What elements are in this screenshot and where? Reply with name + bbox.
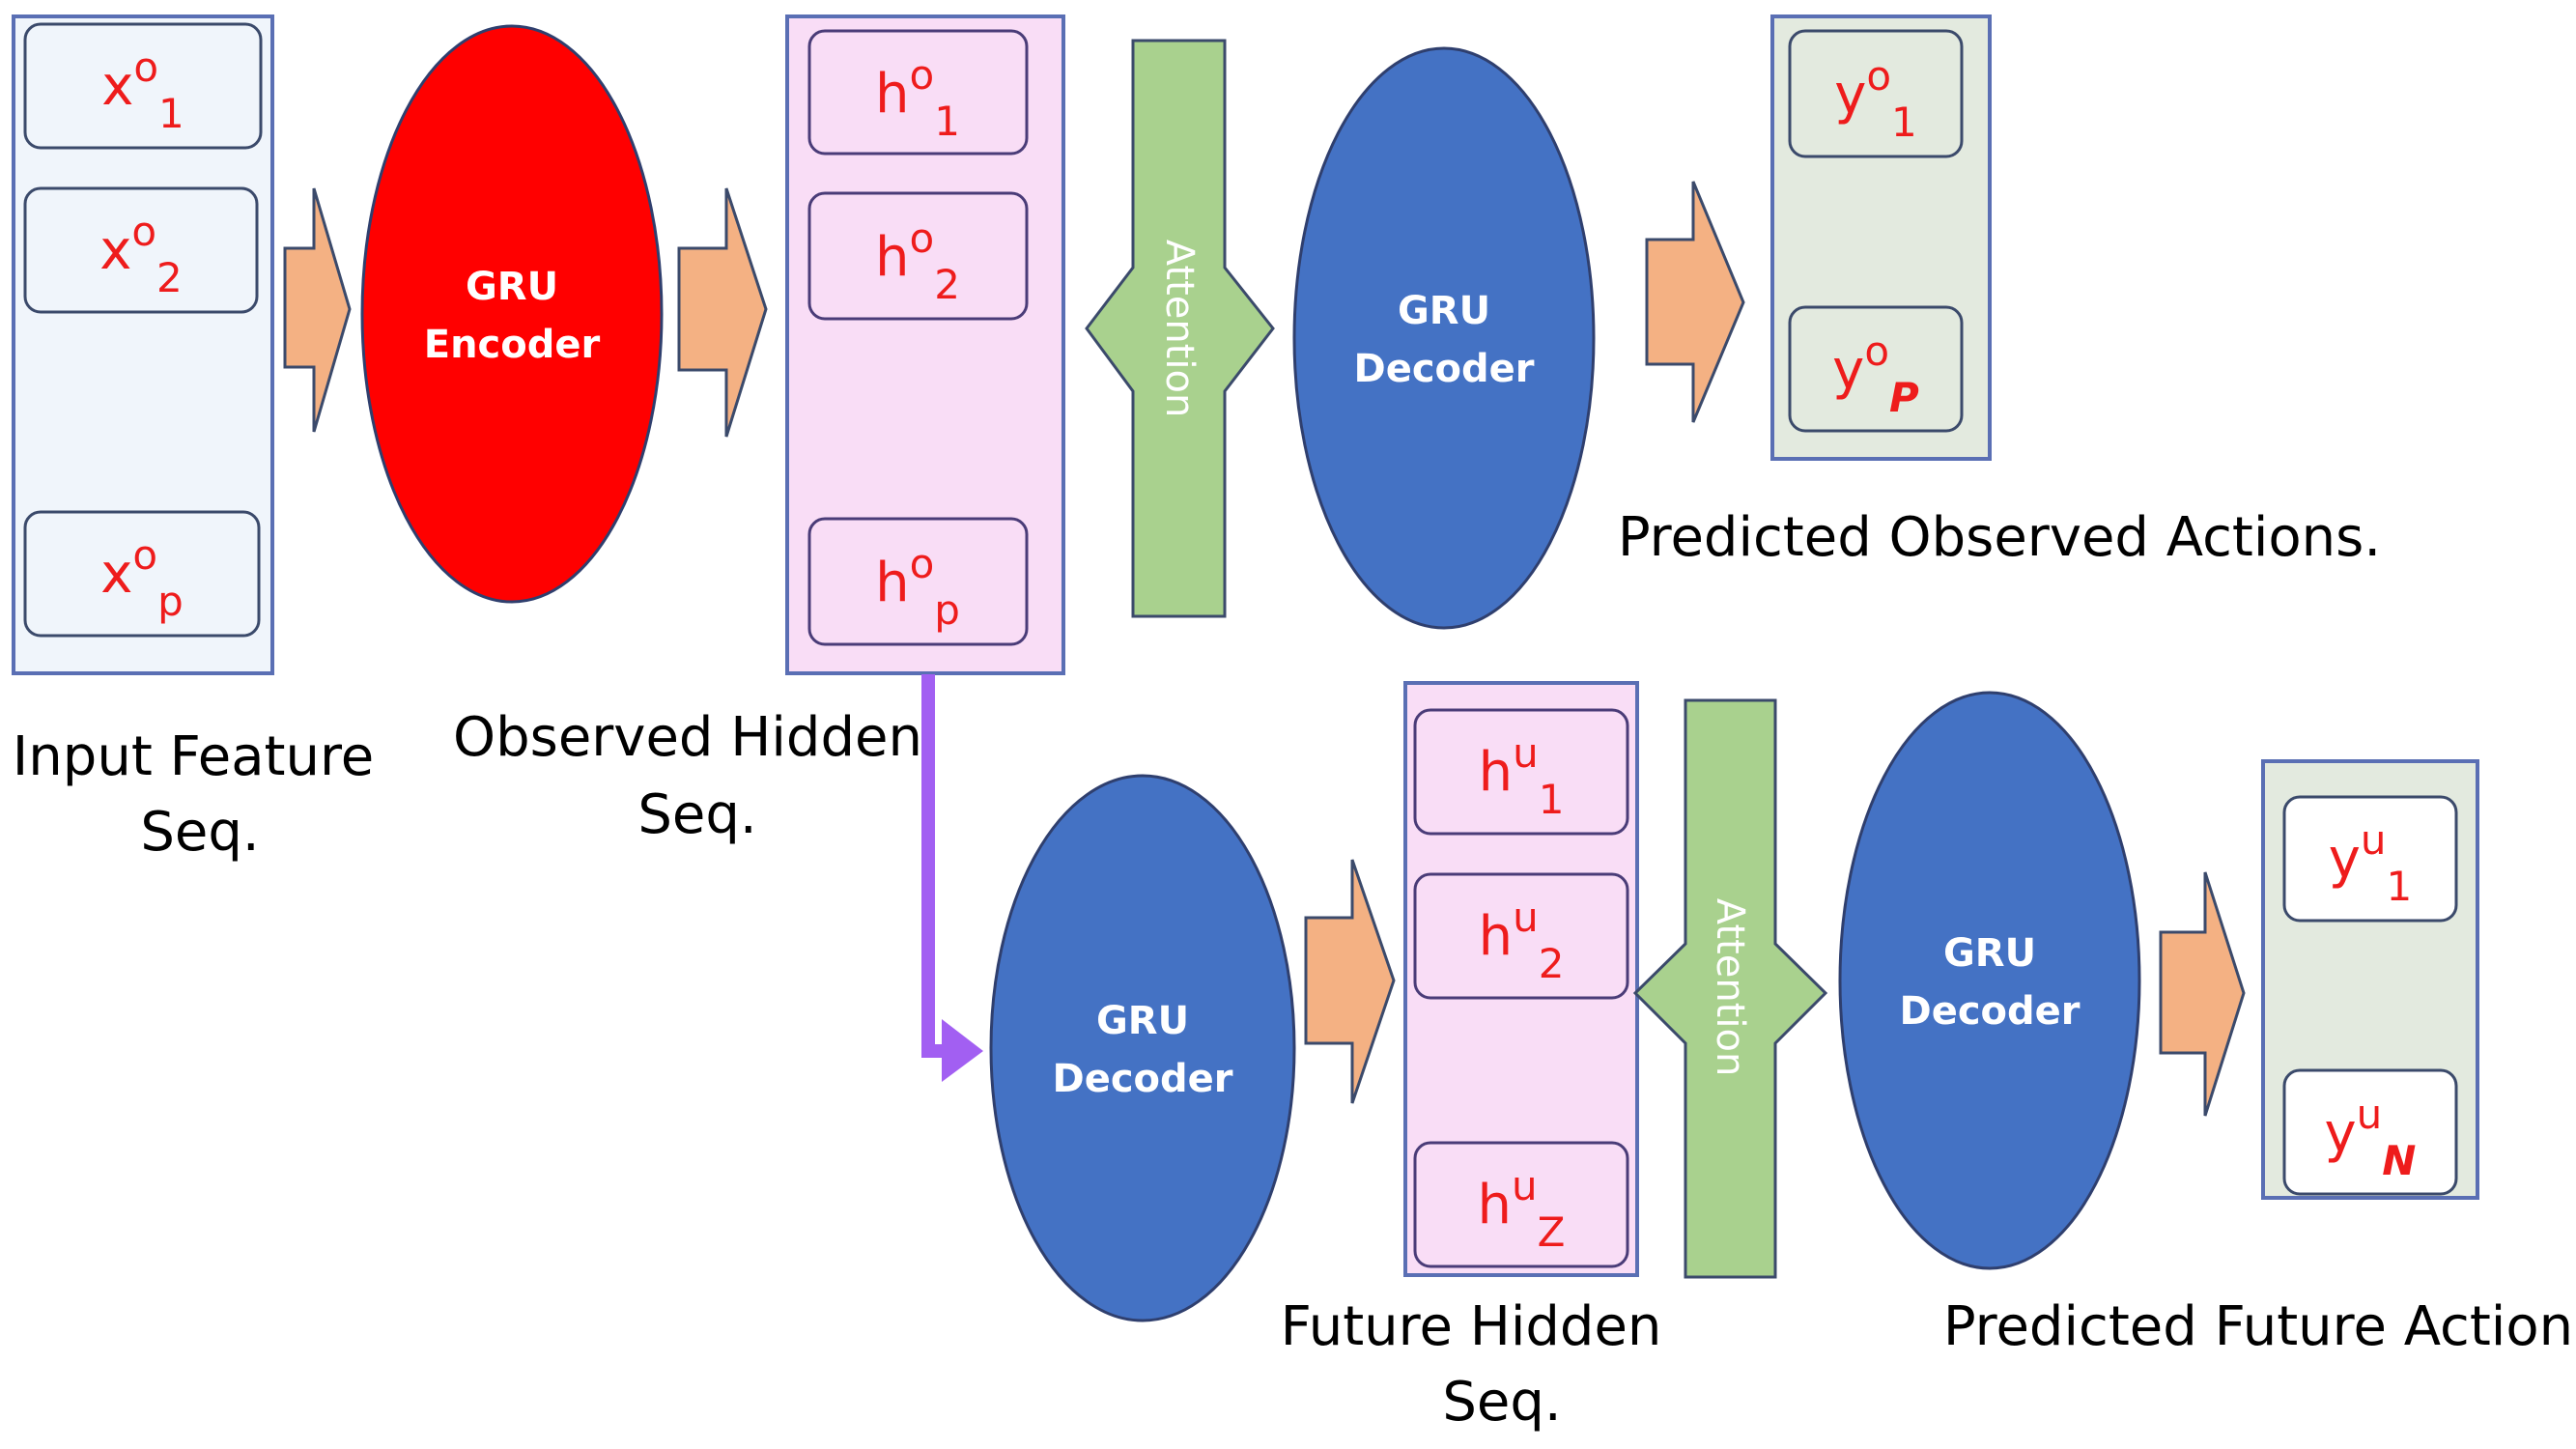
predicted-observed-panel: yo1 yoP (1770, 14, 1992, 461)
svg-text:yu1: yu1 (2329, 816, 2413, 910)
input-item: xo1 (23, 22, 263, 150)
svg-text:ho1: ho1 (875, 51, 960, 145)
input-feature-panel: xo1 xo2 xop (12, 14, 274, 675)
future-hidden-panel: hu1 hu2 huZ (1403, 681, 1639, 1277)
gru-encoder: GRU Encoder (360, 24, 664, 604)
input-feature-label: Input Feature Seq. (13, 725, 374, 864)
gru-decoder-output: GRU Decoder (1838, 691, 2141, 1270)
svg-text:Decoder: Decoder (1353, 347, 1534, 391)
future-hidden-label: Future Hidden Seq. (1281, 1295, 1662, 1434)
input-item: xop (23, 510, 261, 638)
svg-text:Seq.: Seq. (140, 801, 259, 864)
output-item: yoP (1788, 305, 1964, 433)
predicted-observed-label: Predicted Observed Actions. (1618, 506, 2381, 569)
svg-text:huZ: huZ (1478, 1162, 1566, 1256)
svg-text:GRU: GRU (1943, 931, 2036, 976)
svg-text:Attention: Attention (1708, 898, 1752, 1077)
output-item: yo1 (1788, 29, 1964, 158)
hidden-item: ho2 (807, 191, 1029, 321)
svg-text:GRU: GRU (1096, 999, 1189, 1043)
svg-text:Attention: Attention (1157, 240, 1202, 418)
svg-text:Seq.: Seq. (637, 783, 756, 846)
svg-text:hop: hop (875, 540, 960, 634)
observed-hidden-panel: ho1 ho2 hop (785, 14, 1065, 675)
attention-block-bottom: Attention (1632, 698, 1828, 1279)
flow-arrow (283, 187, 352, 433)
hidden-item: hop (807, 517, 1029, 646)
svg-text:yuN: yuN (2325, 1091, 2417, 1184)
output-item: yuN (2282, 1068, 2458, 1196)
flow-arrow (1645, 181, 1745, 423)
svg-text:xop: xop (100, 531, 184, 625)
hidden-item: ho1 (807, 29, 1029, 156)
input-item: xo2 (23, 186, 259, 314)
svg-text:Decoder: Decoder (1899, 989, 2080, 1034)
attention-block-top: Attention (1085, 39, 1275, 618)
svg-text:xo2: xo2 (99, 208, 183, 301)
svg-text:Seq.: Seq. (1442, 1371, 1561, 1434)
output-item: yu1 (2282, 795, 2458, 923)
svg-text:hu2: hu2 (1479, 894, 1565, 987)
svg-text:ho2: ho2 (875, 214, 960, 308)
svg-text:GRU: GRU (1398, 289, 1490, 333)
svg-text:Decoder: Decoder (1052, 1057, 1232, 1101)
hidden-item: hu1 (1413, 708, 1629, 836)
svg-text:Future Hidden: Future Hidden (1281, 1295, 1662, 1358)
svg-text:GRU: GRU (466, 265, 558, 309)
flow-arrow (1304, 859, 1396, 1104)
gru-decoder-top: GRU Decoder (1292, 46, 1596, 630)
predicted-future-label: Predicted Future Action (1943, 1295, 2573, 1358)
hidden-item: huZ (1413, 1141, 1629, 1268)
svg-text:yo1: yo1 (1834, 52, 1917, 146)
svg-text:xo1: xo1 (101, 43, 184, 137)
gru-decoder-future: GRU Decoder (989, 774, 1296, 1322)
svg-text:Observed Hidden: Observed Hidden (453, 706, 922, 769)
hidden-item: hu2 (1413, 872, 1629, 1000)
observed-hidden-label: Observed Hidden Seq. (453, 706, 922, 846)
svg-text:yoP: yoP (1832, 327, 1919, 421)
svg-text:Encoder: Encoder (424, 323, 601, 367)
svg-text:hu1: hu1 (1479, 729, 1565, 823)
predicted-future-panel: yu1 yuN (2261, 759, 2479, 1200)
flow-arrow (677, 187, 768, 438)
skip-connection-arrow (921, 674, 983, 1082)
flow-arrow (2159, 871, 2246, 1117)
svg-text:Input Feature: Input Feature (13, 725, 374, 788)
